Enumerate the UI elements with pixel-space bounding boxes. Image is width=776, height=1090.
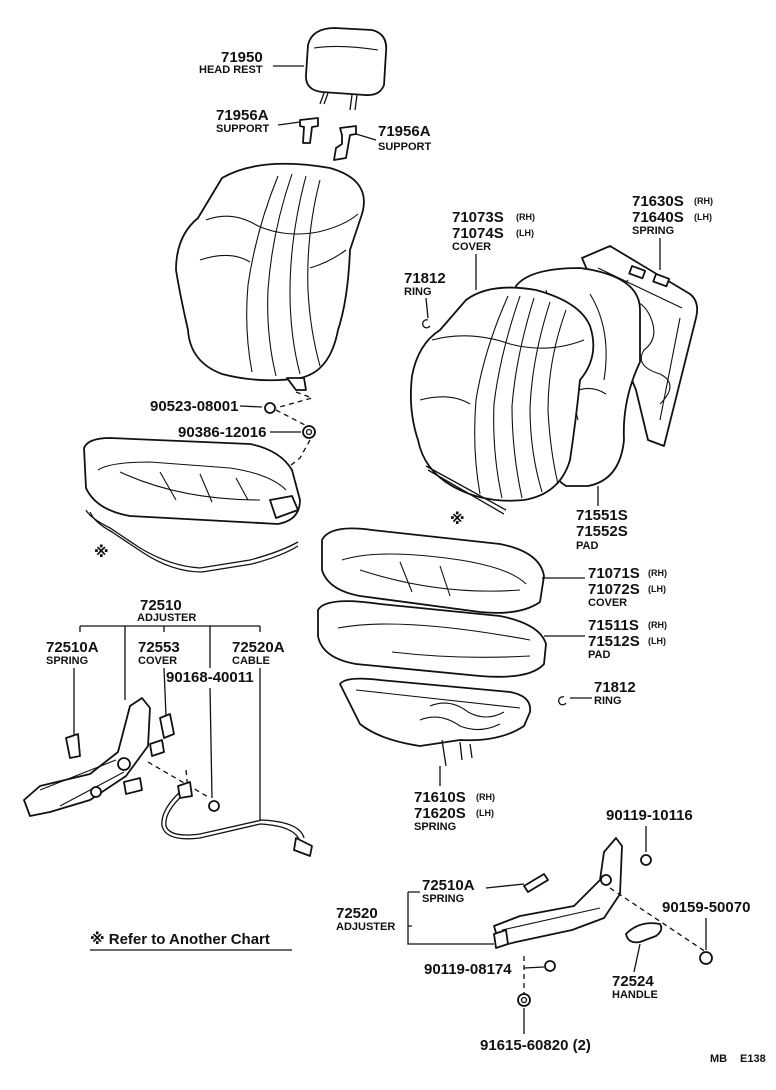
refer-note: ※ Refer to Another Chart	[90, 930, 270, 948]
back-pad-name: PAD	[576, 540, 598, 552]
seat-pad-rh: (RH)	[648, 620, 667, 630]
seat-cover-lh: (LH)	[648, 584, 666, 594]
adj-cover-name: COVER	[138, 655, 177, 667]
adjuster-left-name: ADJUSTER	[137, 612, 196, 624]
ring-back-name: RING	[404, 286, 432, 298]
bolt-f-drawing	[544, 960, 556, 972]
support-right-number: 71956A	[378, 123, 431, 140]
seat-spring-name: SPRING	[414, 821, 456, 833]
ring-back-drawing	[422, 319, 431, 329]
bolt-c-number: 90168-40011	[166, 669, 254, 686]
seat-pad-number-lh: 71512S	[588, 633, 640, 650]
seat-pad-lh: (LH)	[648, 636, 666, 646]
adjuster-left-number: 72510	[140, 597, 182, 614]
adj-spring-right-number: 72510A	[422, 877, 475, 894]
seat-cover-rh: (RH)	[648, 568, 667, 578]
seat-cover-drawing	[321, 527, 545, 614]
back-cover-lh: (LH)	[516, 228, 534, 238]
bolt-g-number: 91615-60820 (2)	[480, 1037, 591, 1054]
adjuster-right-name: ADJUSTER	[336, 921, 395, 933]
back-spring-number-rh: 71630S	[632, 193, 684, 210]
bolt-d-number: 90119-10116	[606, 807, 693, 824]
adj-spring-right-drawing	[523, 873, 549, 893]
refer-mark-back: ※	[450, 510, 465, 528]
back-spring-rh: (RH)	[694, 196, 713, 206]
back-spring-lh: (LH)	[694, 212, 712, 222]
back-cover-number-lh: 71074S	[452, 225, 504, 242]
back-cover-drawing	[409, 286, 595, 502]
seat-cover-number-lh: 71072S	[588, 581, 640, 598]
ring-back-number: 71812	[404, 270, 446, 287]
seat-spring-number-lh: 71620S	[414, 805, 466, 822]
back-spring-number-lh: 71640S	[632, 209, 684, 226]
seat-spring-rh: (RH)	[476, 792, 495, 802]
left-seat-back-drawing	[175, 162, 365, 391]
left-cushion-frame-wire	[85, 509, 299, 573]
seat-spring-drawing	[339, 677, 532, 767]
ring-seat-name: RING	[594, 695, 622, 707]
support-left-number: 71956A	[216, 107, 269, 124]
bolt-g-drawing	[517, 993, 531, 1007]
seat-spring-lh: (LH)	[476, 808, 494, 818]
back-cover-number-rh: 71073S	[452, 209, 504, 226]
bolt-e-number: 90159-50070	[662, 899, 750, 916]
bolt-c-drawing	[208, 800, 220, 812]
adj-cover-number: 72553	[138, 639, 180, 656]
footer-code2: E138	[740, 1053, 766, 1065]
adj-spring-right-name: SPRING	[422, 893, 464, 905]
bolt-d-drawing	[640, 854, 652, 866]
ring-seat-number: 71812	[594, 679, 636, 696]
adj-spring-left-name: SPRING	[46, 655, 88, 667]
handle-drawing	[625, 922, 663, 944]
ring-seat-drawing	[558, 696, 567, 706]
back-pad-number-rh: 71551S	[576, 507, 628, 524]
support-left-name: SUPPORT	[216, 123, 269, 135]
bolt-b-drawing	[302, 425, 316, 439]
refer-mark-left: ※	[94, 543, 109, 561]
seat-cover-number-rh: 71071S	[588, 565, 640, 582]
seat-pad-number-rh: 71511S	[588, 617, 639, 634]
right-adjuster-drawing	[493, 837, 623, 949]
back-cover-rh: (RH)	[516, 212, 535, 222]
cable-drawing	[161, 781, 313, 857]
left-seat-cushion-drawing	[83, 437, 301, 525]
seat-pad-name: PAD	[588, 649, 610, 661]
support-right-drawing	[333, 125, 357, 161]
footer-code1: MB	[710, 1053, 727, 1065]
bolt-b-number: 90386-12016	[178, 424, 266, 441]
bolt-f-number: 90119-08174	[424, 961, 512, 978]
bolt-a-drawing	[264, 402, 276, 414]
adj-spring-left-number: 72510A	[46, 639, 99, 656]
back-pad-number-lh: 71552S	[576, 523, 628, 540]
bolt-a-number: 90523-08001	[150, 398, 238, 415]
back-cover-name: COVER	[452, 241, 491, 253]
head-rest-name: HEAD REST	[199, 64, 263, 76]
adj-cable-name: CABLE	[232, 655, 270, 667]
seat-cover-name: COVER	[588, 597, 627, 609]
support-right-name: SUPPORT	[378, 141, 431, 153]
seat-spring-number-rh: 71610S	[414, 789, 466, 806]
seat-pad-drawing	[317, 600, 547, 678]
left-adjuster-drawing	[23, 697, 175, 817]
adj-cable-number: 72520A	[232, 639, 285, 656]
head-rest-drawing	[305, 27, 388, 111]
handle-number: 72524	[612, 973, 654, 990]
bolt-e-drawing	[699, 951, 713, 965]
head-rest-number: 71950	[221, 49, 263, 66]
back-spring-name: SPRING	[632, 225, 674, 237]
handle-name: HANDLE	[612, 989, 658, 1001]
adjuster-right-number: 72520	[336, 905, 378, 922]
support-left-drawing	[299, 117, 319, 144]
